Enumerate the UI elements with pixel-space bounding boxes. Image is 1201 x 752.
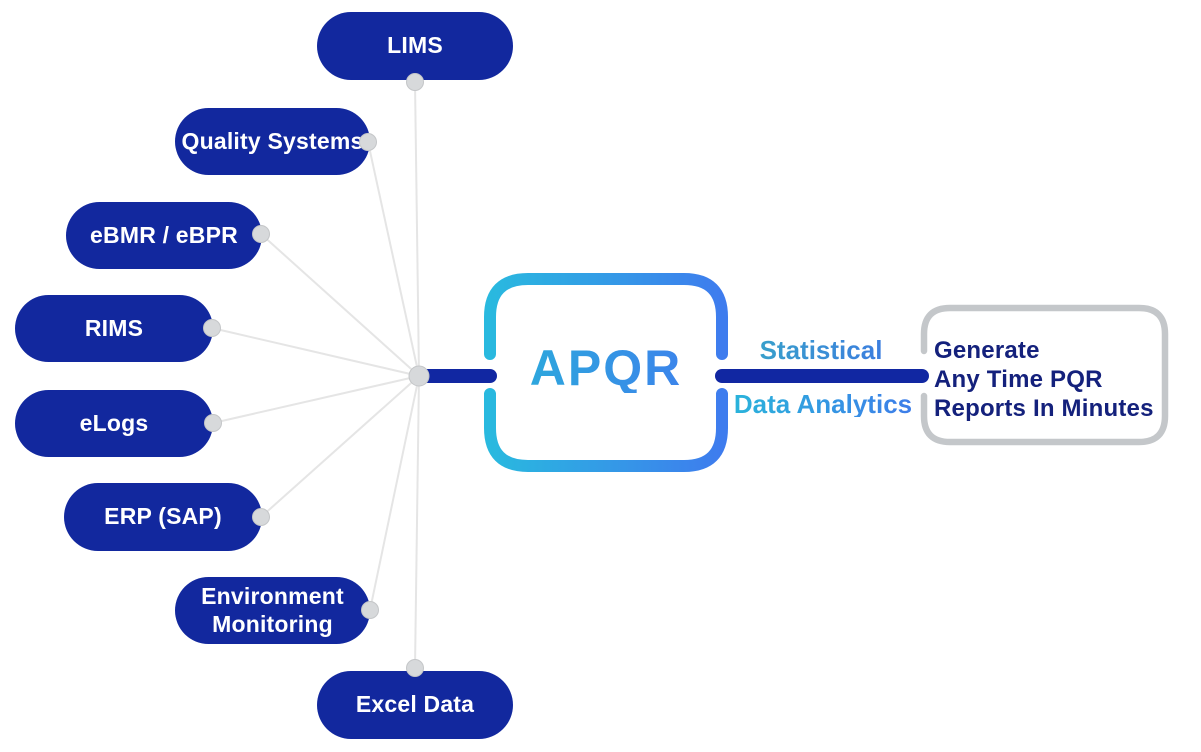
connector-line bbox=[369, 375, 420, 611]
output-line: Reports In Minutes bbox=[934, 395, 1154, 422]
source-pill-environment-monitoring: Environment Monitoring bbox=[175, 577, 370, 644]
flow-bar-right bbox=[715, 369, 929, 383]
source-pill-label: Excel Data bbox=[355, 691, 475, 718]
connector-line bbox=[260, 233, 420, 377]
flow-label-data-analytics: Data Analytics bbox=[733, 389, 913, 419]
hub-dot bbox=[408, 365, 430, 387]
connector-line bbox=[211, 327, 420, 377]
apqr-label: APQR bbox=[496, 343, 716, 393]
source-pill-erp-sap: ERP (SAP) bbox=[64, 483, 262, 551]
source-pill-label: Quality Systems bbox=[181, 127, 364, 154]
flow-label-statistical: Statistical bbox=[759, 335, 883, 365]
output-text: Generate Any Time PQR Reports In Minutes bbox=[934, 336, 1168, 423]
source-pill-label: Environment Monitoring bbox=[201, 583, 344, 637]
connector-line bbox=[367, 141, 420, 377]
source-pill-label: eBMR / eBPR bbox=[90, 221, 238, 248]
source-pill-label: eLogs bbox=[79, 409, 149, 436]
apqr-frame-bottom bbox=[484, 388, 728, 472]
connector-line bbox=[414, 375, 420, 669]
source-pill-excel-data: Excel Data bbox=[317, 671, 513, 739]
source-pill-label: RIMS bbox=[84, 314, 144, 341]
flow-bar-left bbox=[412, 369, 497, 383]
output-line: Generate bbox=[934, 337, 1040, 364]
output-line: Any Time PQR bbox=[934, 366, 1103, 393]
connector-line bbox=[260, 375, 420, 518]
source-pill-label: ERP (SAP) bbox=[104, 503, 222, 530]
source-pill-elogs: eLogs bbox=[15, 390, 213, 457]
source-pill-ebmr-ebpr: eBMR / eBPR bbox=[66, 202, 262, 269]
source-pill-label: LIMS bbox=[387, 32, 443, 59]
source-pill-lims: LIMS bbox=[317, 12, 513, 80]
source-pill-rims: RIMS bbox=[15, 295, 213, 362]
connector-line bbox=[414, 81, 420, 377]
source-pill-quality-systems: Quality Systems bbox=[175, 108, 370, 175]
connector-line bbox=[212, 375, 420, 424]
